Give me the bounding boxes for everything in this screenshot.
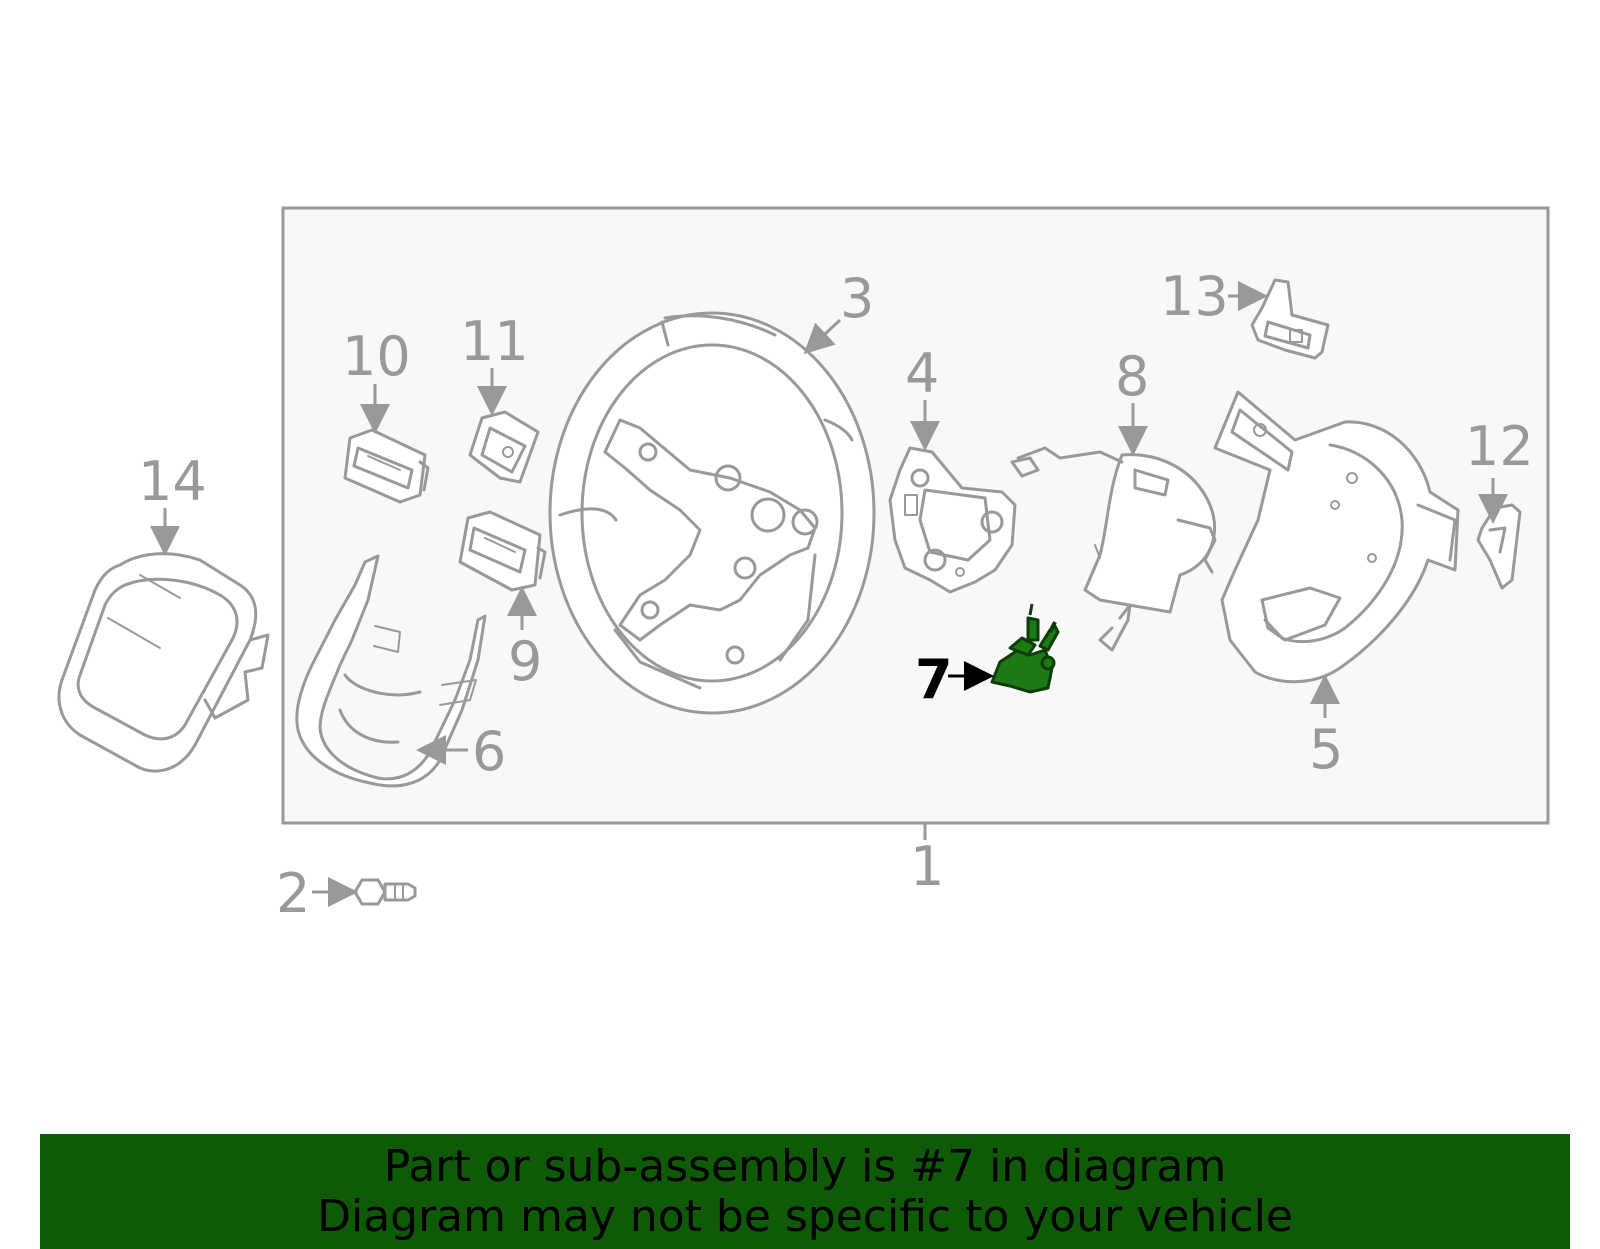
leader-3 [803, 318, 842, 355]
banner-line-1: Part or sub-assembly is #7 in diagram [383, 1140, 1227, 1192]
part-9-switch[interactable] [458, 510, 547, 592]
part-7-highlighted[interactable] [990, 603, 1060, 694]
part-3-steering-wheel[interactable] [548, 311, 876, 715]
callout-12: 12 [1465, 415, 1534, 478]
callout-14: 14 [138, 450, 207, 513]
callout-4: 4 [905, 342, 939, 405]
part-10-switch[interactable] [343, 428, 430, 504]
part-12-small-switch[interactable] [1476, 503, 1522, 590]
part-14-airbag[interactable] [57, 552, 270, 773]
callout-3: 3 [840, 267, 874, 330]
part-13-switch-cover[interactable] [1250, 278, 1330, 360]
callout-6: 6 [472, 720, 506, 783]
callout-9: 9 [508, 630, 542, 693]
banner-line-2: Diagram may not be specific to your vehi… [317, 1190, 1293, 1242]
callout-1: 1 [910, 835, 944, 898]
part-5-rear-cover[interactable] [1213, 390, 1460, 684]
part-2-bolt[interactable] [353, 878, 417, 906]
callout-8: 8 [1115, 345, 1149, 408]
part-6-lower-cover[interactable] [295, 554, 487, 788]
part-4-mounting-plate[interactable] [888, 446, 1017, 594]
callout-10: 10 [342, 325, 411, 388]
callout-7[interactable]: 7 [915, 648, 953, 711]
notice-banner: Part or sub-assembly is #7 in diagram Di… [40, 1134, 1570, 1249]
part-8-wiring-harness[interactable] [1010, 446, 1217, 652]
callout-11: 11 [460, 310, 529, 373]
callout-2: 2 [276, 862, 310, 925]
callout-13: 13 [1160, 265, 1229, 328]
callout-5: 5 [1309, 718, 1343, 781]
